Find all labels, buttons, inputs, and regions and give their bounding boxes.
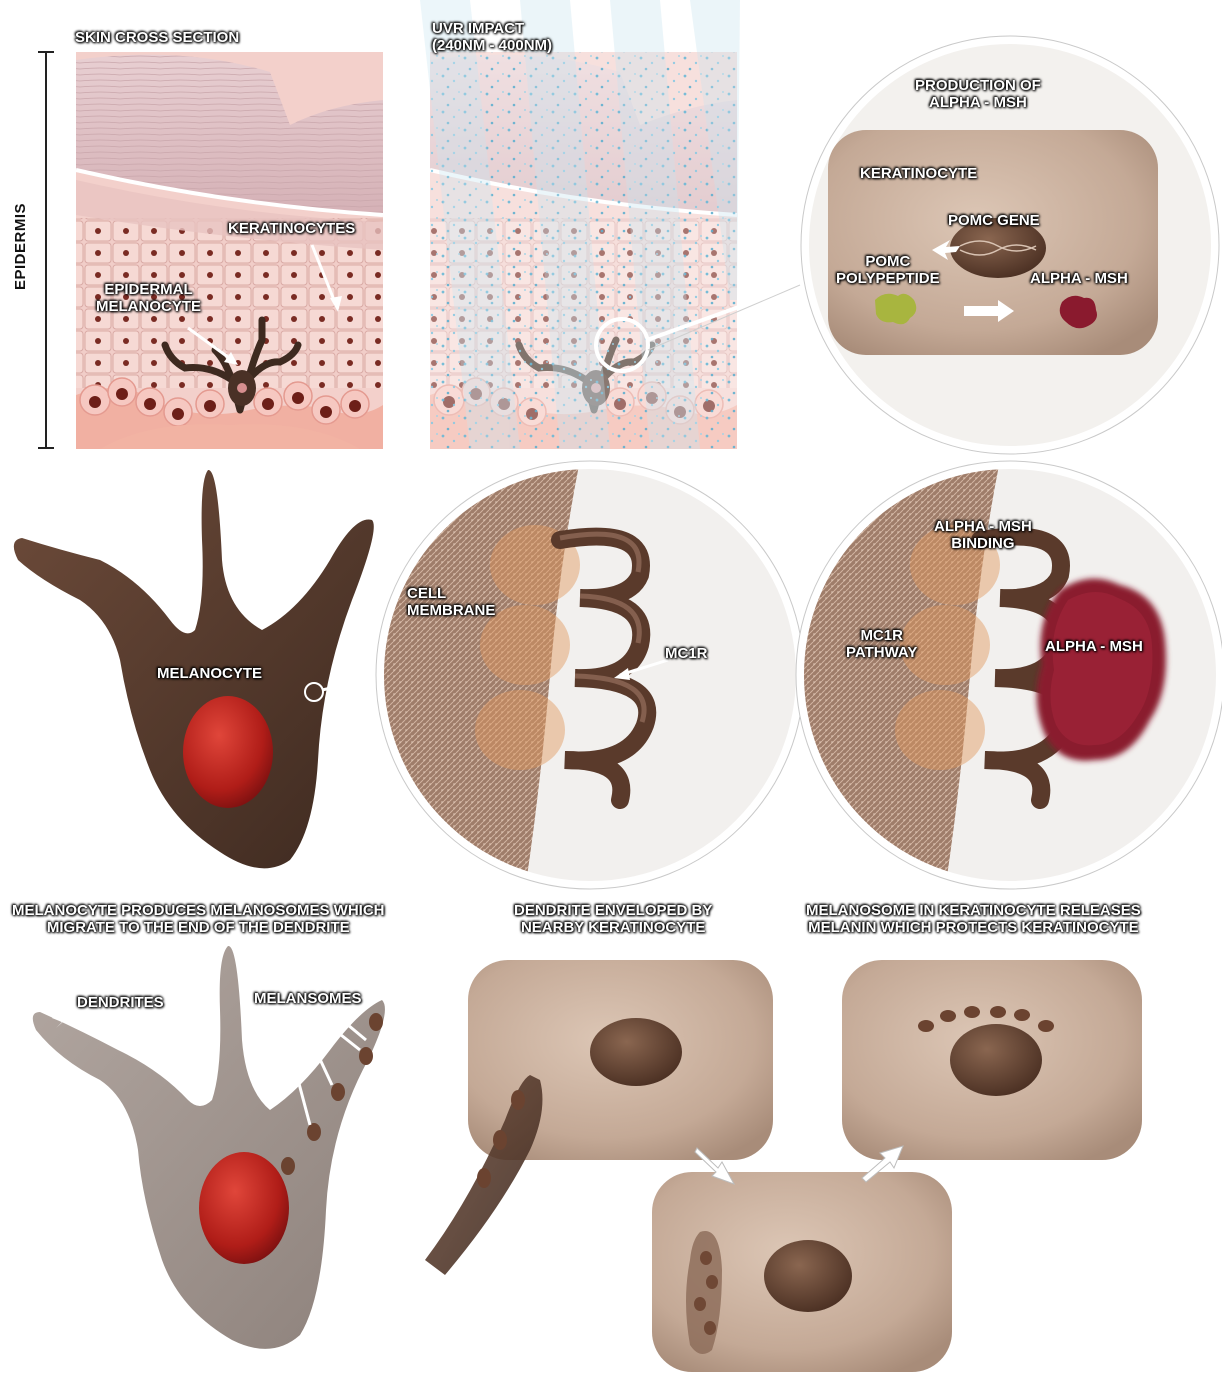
melanosome-releases-caption: MELANOSOME IN KERATINOCYTE RELEASES MELA… — [806, 902, 1141, 936]
mc1r-pathway-label: MC1R PATHWAY — [846, 627, 918, 661]
melanosome-dots — [281, 1013, 383, 1175]
skin-cross-section-title: SKIN CROSS SECTION — [75, 29, 240, 46]
melanocyte-cell — [13, 469, 391, 869]
alpha-msh-production-label: ALPHA - MSH — [1030, 270, 1128, 287]
epidermis-label: EPIDERMIS — [12, 202, 29, 290]
melansome-arrows — [278, 1008, 367, 1126]
dendrites-label: DENDRITES — [77, 994, 164, 1011]
uvr-impact-panel — [420, 0, 801, 449]
keratinocyte-protected — [842, 960, 1142, 1160]
uvr-impact-title: UVR IMPACT (240nm - 400nm) — [432, 20, 553, 54]
cell-membrane-label: CELL MEMBRANE — [407, 585, 496, 619]
alpha-msh-binding-zoom — [795, 460, 1222, 890]
dendrite-enveloped-caption: DENDRITE ENVELOPED BY NEARBY KERATINOCYT… — [514, 902, 713, 936]
keratinocyte-enveloping — [425, 960, 773, 1275]
keratinocytes-label: KERATINOCYTES — [228, 220, 356, 237]
epidermal-melanocyte-shape — [161, 316, 302, 414]
keratinocytes-pointer — [310, 244, 342, 312]
epidermis-bracket — [38, 51, 54, 449]
uv-rays — [420, 0, 740, 449]
keratinocyte-label: KERATINOCYTE — [860, 165, 978, 182]
alpha-msh-binding-label: ALPHA - MSH BINDING — [934, 518, 1032, 552]
melanocyte-pointer — [187, 326, 238, 365]
epidermal-melanocyte-label: EPIDERMAL MELANOCYTE — [96, 281, 201, 315]
pomc-polypeptide-label: POMC POLYPEPTIDE — [836, 253, 940, 287]
keratinocyte-ingested — [652, 1172, 952, 1372]
process-arrows — [694, 1145, 904, 1185]
mc1r-receptor-loops — [551, 527, 657, 809]
cell-membrane-zoom — [375, 460, 805, 890]
melansomes-label: MELANSOMES — [254, 990, 362, 1007]
grey-melanocyte-cell — [32, 945, 385, 1349]
alpha-msh-bound-label: ALPHA - MSH — [1045, 638, 1143, 655]
production-of-alpha-msh-title: PRODUCTION OF ALPHA - MSH — [915, 77, 1041, 111]
skin-cross-section-panel — [75, 52, 384, 449]
melanocyte-label: MELANOCYTE — [157, 665, 262, 682]
mc1r-label: MC1R — [665, 645, 708, 662]
alpha-msh-production-zoom — [800, 35, 1220, 455]
zoom-origin-circle — [594, 317, 650, 373]
dendrite-arrows — [52, 995, 212, 1028]
pomc-gene-label: POMC GENE — [948, 212, 1040, 229]
melanocyte-produces-caption: MELANOCYTE PRODUCES MELANOSOMES WHICH MI… — [12, 902, 385, 936]
